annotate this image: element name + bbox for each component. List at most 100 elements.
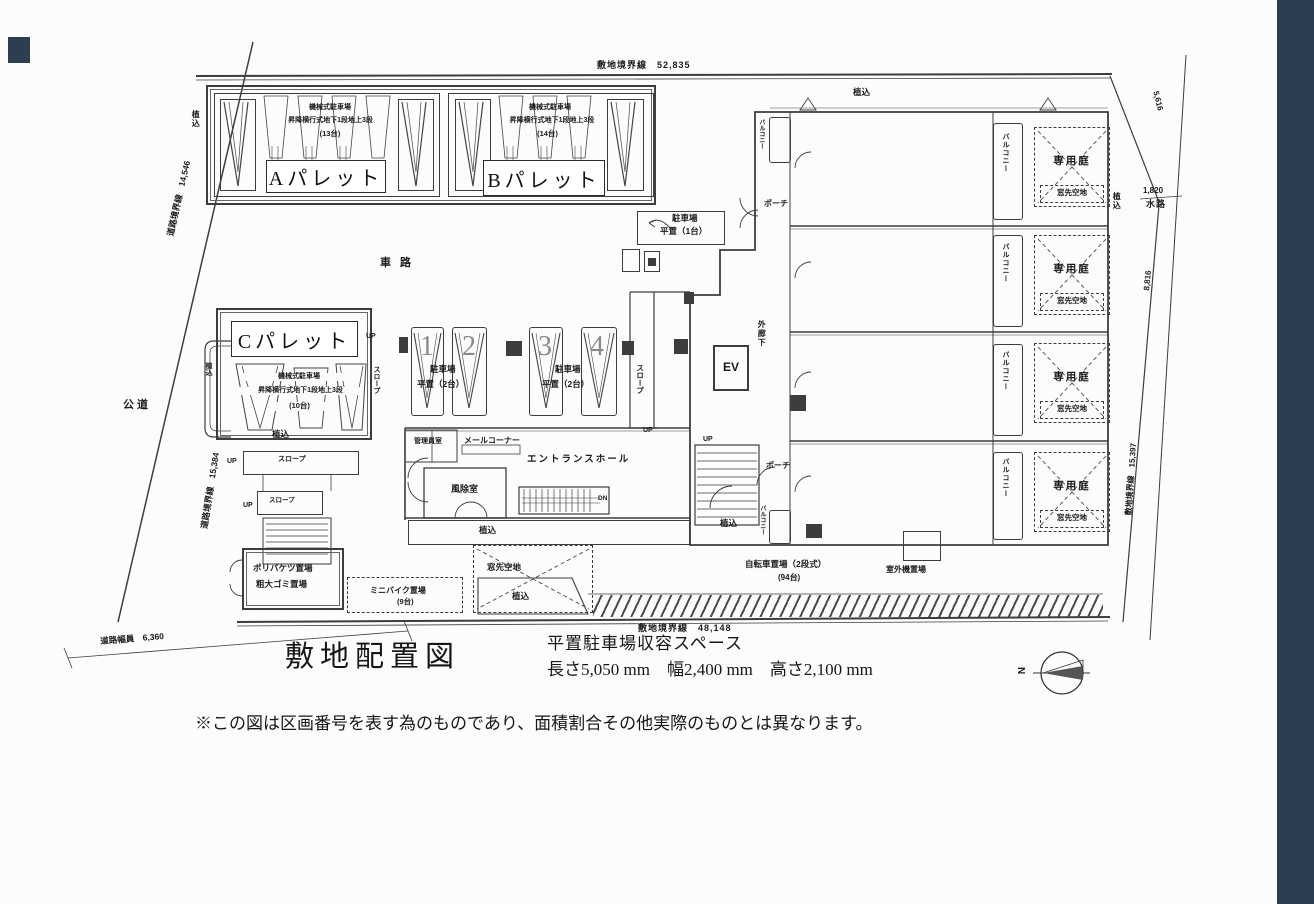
corridor-label: 外廊下: [757, 320, 767, 347]
pallet-b-left-cage: [455, 99, 491, 191]
flat1-line1: 駐車場: [672, 213, 698, 223]
meter-box-mark: [648, 258, 656, 266]
pallet-c-desc2: 昇降横行式地下1段地上3段: [238, 387, 363, 396]
stall-number-1: 1: [420, 331, 434, 362]
slope-bar-2: [257, 491, 323, 515]
pallet-ab-inner-wall: [210, 89, 652, 201]
balcony-1: [993, 123, 1023, 220]
up-stairs-label: UP: [703, 436, 713, 443]
dim-1820: 1,820: [1143, 186, 1164, 195]
pallet-b-right-cage: [607, 99, 644, 191]
stall-v-shapes: [413, 332, 615, 409]
flat2b-line1: 駐車場: [555, 364, 581, 374]
drawing-title: 敷地配置図: [285, 641, 461, 673]
flat2a-line1: 駐車場: [430, 364, 456, 374]
garden-crosses: [476, 130, 1107, 610]
compass-north-label: N: [1015, 667, 1026, 675]
pallet-a-left-cage: [220, 99, 256, 191]
pallet-ab-enclosure: [206, 85, 656, 205]
uekomi-bottom-label: 植込: [512, 591, 530, 601]
pallet-b-block: [448, 93, 654, 197]
window-space-3-label: 窓先空地: [1057, 404, 1087, 413]
door-arcs: [229, 151, 812, 597]
flat1-line2: 平置（1台）: [660, 226, 708, 236]
uekomi-building-bottomleft-label: 植込: [720, 518, 738, 528]
uekomi-entrance-label: 植込: [479, 525, 497, 535]
slope-2-label: スロープ: [269, 497, 295, 504]
uekomi-c-left-label: 植込: [205, 362, 213, 376]
window-space-bottom-label: 窓先空地: [487, 562, 522, 572]
up-c-label: UP: [366, 333, 376, 340]
pillar: [506, 341, 522, 356]
meter-box-1: [622, 249, 640, 272]
slope-bar-1: [243, 451, 359, 475]
stall-4: [581, 327, 617, 416]
garden-3-label: 専用庭: [1053, 371, 1091, 383]
pallet-c-capacity: (10台): [272, 401, 327, 411]
bicycle-label: 自転車置場（2段式）: [745, 559, 827, 569]
manager-room-label: 管理員室: [414, 438, 442, 445]
bicycle-capacity: (94台): [778, 573, 801, 582]
boundary-bottom-label: 敷地境界線 48,148: [638, 623, 732, 633]
scan-dark-bar: [1277, 0, 1314, 904]
window-space-box-2: [1040, 293, 1104, 311]
window-space-4-label: 窓先空地: [1057, 513, 1087, 522]
pallet-c-nameplate: Cパレット: [231, 321, 358, 357]
trash-room-inner: [246, 552, 340, 606]
pallet-a-right-cage: [398, 99, 434, 191]
minibike-area: [347, 577, 463, 613]
flat2b-line2: 平置（2台）: [542, 379, 590, 389]
pallet-a-desc1: 機械式駐車場: [309, 104, 351, 111]
meter-box-2: [644, 251, 660, 272]
balcony-upper-left-label: バルコニー: [757, 119, 764, 149]
building-walls: [689, 97, 1109, 546]
balcony-2: [993, 235, 1023, 327]
pillar: [399, 337, 408, 353]
up-2-label: UP: [243, 502, 253, 509]
minibike-label: ミニバイク置場: [370, 586, 426, 595]
garden-1-label: 専用庭: [1053, 155, 1091, 167]
balcony-1-label: バルコニー: [1002, 133, 1010, 173]
uekomi-under-c-label: 植込: [272, 429, 290, 439]
public-road-label: 公道: [123, 399, 151, 411]
garden-3: [1034, 343, 1110, 423]
pallet-b-desc1: 機械式駐車場: [529, 104, 571, 111]
entrance-hall-label: エントランスホール: [527, 454, 631, 465]
window-space-bottom-box: [473, 545, 593, 613]
spec-title: 平置駐車場収容スペース: [547, 634, 743, 653]
window-space-box-1: [1040, 185, 1104, 203]
porch-bottom-label: ポーチ: [766, 461, 790, 470]
pallet-c-enclosure: [216, 308, 372, 440]
mail-corner-label: メールコーナー: [464, 436, 520, 445]
pallet-b-desc2: 昇降横行式地下1段地上3段: [509, 117, 595, 124]
garden-2-label: 専用庭: [1053, 263, 1091, 275]
stall-number-4: 4: [590, 331, 604, 362]
flat2a-line2: 平置（2台）: [417, 379, 465, 389]
boundary-top-label: 敷地境界線 52,835: [597, 60, 691, 70]
spec-dimensions: 長さ5,050 mm 幅2,400 mm 高さ2,100 mm: [547, 660, 873, 679]
uekomi-top-building-label: 植込: [853, 87, 871, 97]
uekomi-left-label: 植込: [191, 110, 201, 128]
balcony-lower-left: [769, 510, 791, 544]
stall-1: [411, 327, 444, 416]
pallet-c-inner-wall: [220, 312, 368, 436]
uekomi-strip-entrance: [408, 520, 690, 545]
roadway-label: 車路: [380, 257, 420, 269]
slope-c-label: スロープ: [373, 366, 381, 394]
pallet-a-block: [214, 93, 440, 197]
minibike-capacity: (9台): [397, 597, 414, 606]
pallet-a-desc2: 昇降横行式地下1段地上3段: [288, 117, 373, 124]
trash-room-label-1: ポリバケツ置場: [253, 563, 313, 573]
window-space-1-label: 窓先空地: [1057, 188, 1087, 197]
outdoor-unit-label: 室外機置場: [886, 565, 926, 574]
pillar: [674, 339, 688, 354]
balcony-3-label: バルコニー: [1002, 351, 1010, 391]
pallet-c-desc1: 機械式駐車場: [244, 373, 354, 382]
trash-room: [242, 548, 344, 610]
trash-room-label-2: 粗大ゴミ置場: [256, 579, 308, 589]
misc-lines: [477, 219, 1103, 615]
pallet-a-nameplate: Aパレット: [266, 160, 386, 193]
scan-corner-square: [8, 37, 30, 63]
